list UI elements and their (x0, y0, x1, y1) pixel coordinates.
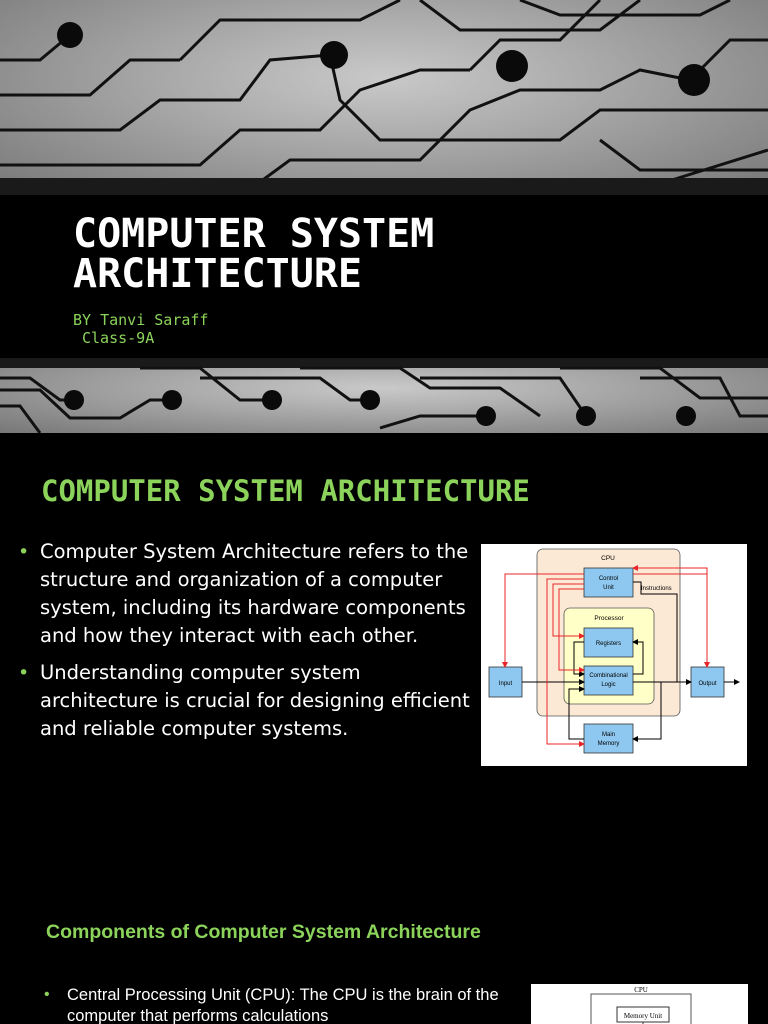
control-unit-label-1: Control (599, 576, 618, 582)
title-block: COMPUTER SYSTEM ARCHITECTURE BY Tanvi Sa… (73, 214, 434, 347)
author-name: BY Tanvi Saraff (73, 311, 209, 329)
components-list: • Central Processing Unit (CPU): The CPU… (44, 985, 514, 1024)
cpu-memory-diagram: CPU Memory Unit (531, 984, 748, 1024)
cpu-label-2: CPU (634, 986, 648, 994)
bullet-text: Computer System Architecture refers to t… (40, 540, 469, 647)
main-memory-label-2: Memory (598, 741, 620, 747)
list-item: • Understanding computer system architec… (18, 659, 478, 743)
combinational-logic-label-1: Combinational (589, 673, 627, 679)
main-memory-box (583, 723, 634, 754)
bullet-text: Understanding computer system architectu… (40, 661, 470, 740)
bullet-list: • Computer System Architecture refers to… (18, 538, 478, 752)
bullet-icon: • (18, 541, 30, 563)
presentation-title: COMPUTER SYSTEM ARCHITECTURE (73, 214, 434, 294)
title-line-2: ARCHITECTURE (73, 251, 362, 297)
list-item: • Central Processing Unit (CPU): The CPU… (44, 985, 514, 1024)
circuit-board-banner-top (0, 0, 768, 195)
control-unit-box (583, 567, 634, 598)
main-memory-label-1: Main (602, 732, 615, 738)
circuit-traces-bottom (0, 358, 768, 433)
author-byline: BY Tanvi Saraff Class-9A (73, 311, 434, 347)
memory-unit-label: Memory Unit (624, 1012, 662, 1020)
input-label: Input (499, 681, 513, 687)
control-unit-label-2: Unit (603, 585, 614, 591)
combinational-logic-box (583, 665, 634, 696)
registers-label: Registers (596, 641, 621, 647)
combinational-logic-label-2: Logic (601, 682, 615, 688)
title-slide: COMPUTER SYSTEM ARCHITECTURE BY Tanvi Sa… (0, 0, 768, 433)
instructions-label: Instructions (641, 586, 672, 592)
list-item: • Computer System Architecture refers to… (18, 538, 478, 650)
author-class: Class-9A (82, 329, 155, 347)
cpu-memory-diagram-svg: CPU Memory Unit (590, 986, 692, 1024)
output-label: Output (698, 681, 716, 687)
component-text: Central Processing Unit (CPU): The CPU i… (67, 986, 499, 1024)
architecture-diagram: CPU Processor Control Unit Instructions … (481, 544, 747, 766)
circuit-traces-top (0, 0, 768, 195)
cpu-label: CPU (601, 555, 615, 562)
bullet-icon: • (18, 662, 30, 684)
processor-label: Processor (594, 615, 624, 622)
section-title: Components of Computer System Architectu… (46, 921, 481, 943)
title-line-1: COMPUTER SYSTEM (73, 211, 435, 257)
circuit-board-banner-bottom (0, 358, 768, 433)
slide-title: COMPUTER SYSTEM ARCHITECTURE (41, 474, 530, 508)
input-box (488, 666, 523, 698)
content-slide: COMPUTER SYSTEM ARCHITECTURE • Computer … (0, 433, 768, 1024)
bullet-icon: • (44, 986, 50, 1003)
architecture-diagram-svg: CPU Processor Control Unit Instructions … (488, 548, 740, 754)
cpu-outline (590, 993, 692, 1024)
registers-box (583, 627, 634, 658)
